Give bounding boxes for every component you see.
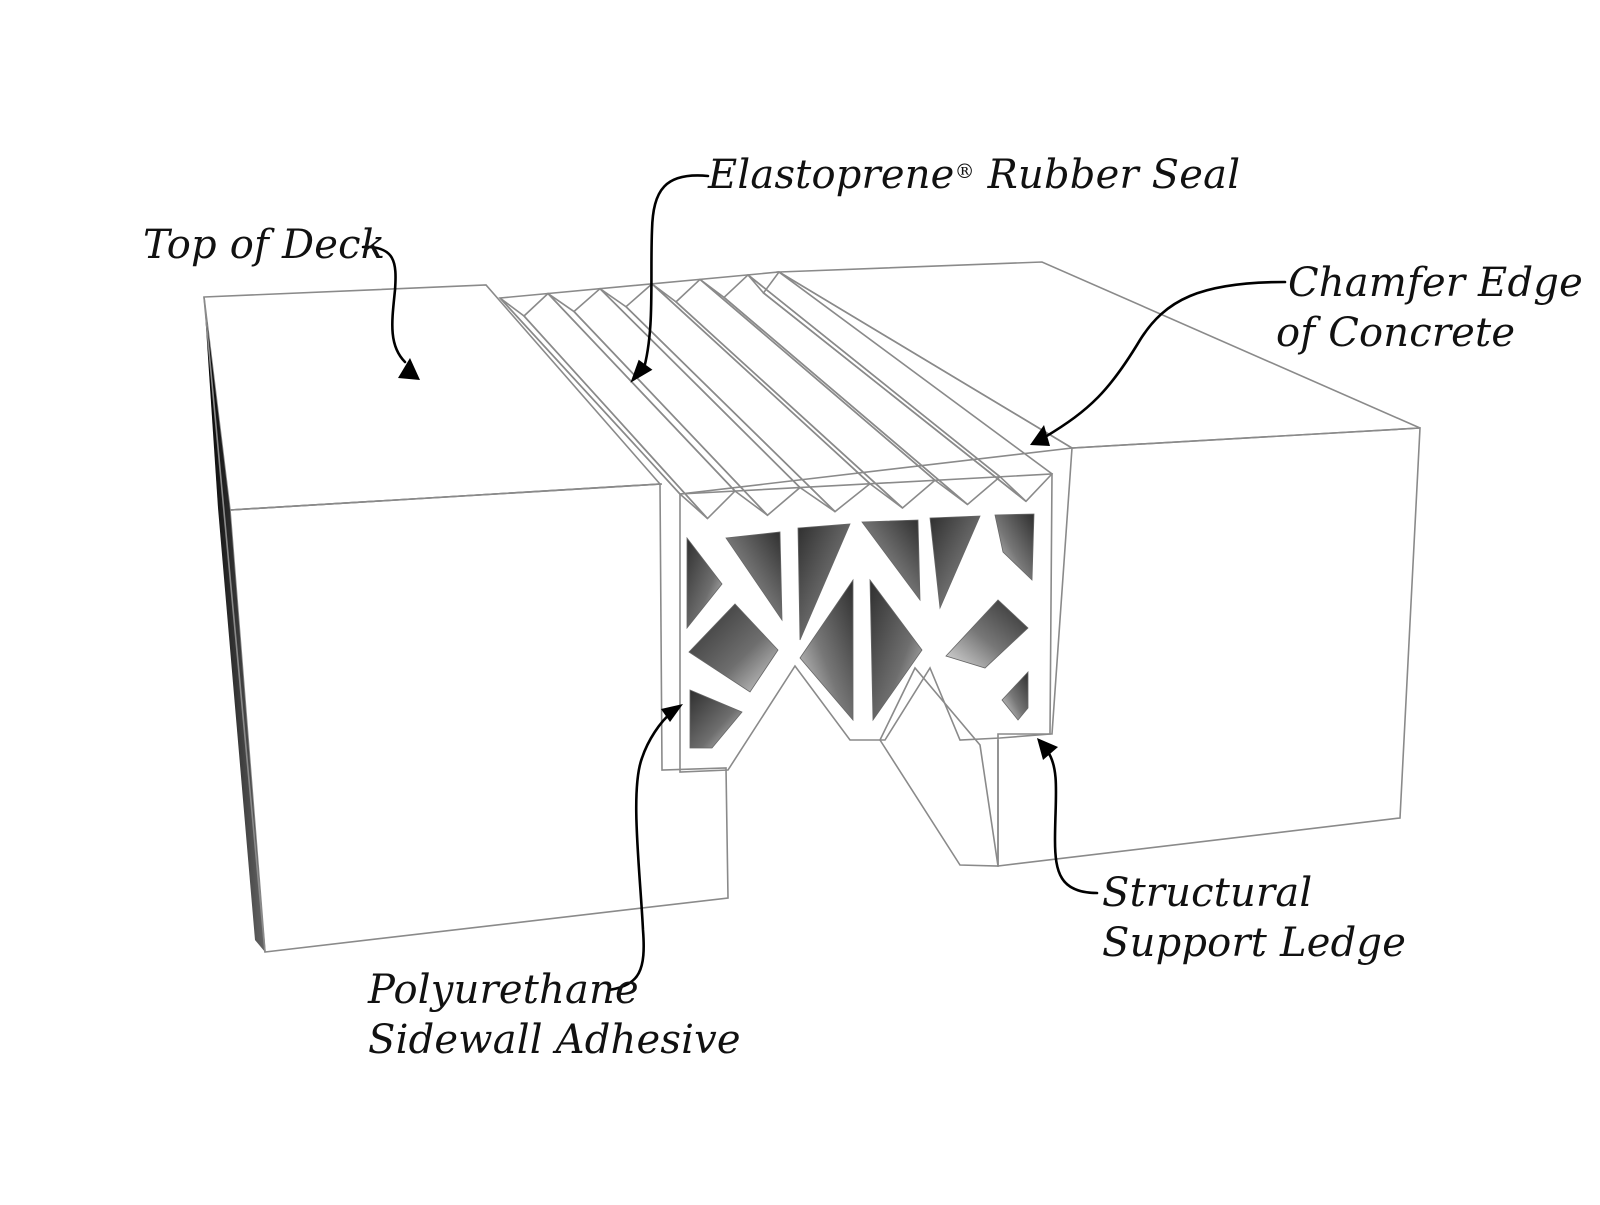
seal-cell	[797, 523, 851, 641]
seal-cell	[686, 536, 723, 630]
label-chamfer-edge: Chamfer Edge of Concrete	[1276, 258, 1583, 358]
seal-suffix: Rubber Seal	[974, 152, 1241, 198]
seal-cell	[994, 513, 1035, 581]
chamfer-line-2: of Concrete	[1276, 310, 1516, 356]
ledge-line-2: Support Ledge	[1102, 920, 1407, 966]
seal-name: Elastoprene	[708, 152, 955, 198]
rubber-seal-cellular-web	[679, 473, 1053, 773]
adhesive-line-1: Polyurethane	[368, 967, 639, 1013]
seal-cell	[688, 603, 779, 693]
seal-cell	[689, 689, 743, 749]
seal-cell	[945, 599, 1029, 669]
label-structural-support-ledge: Structural Support Ledge	[1102, 868, 1406, 968]
label-top-of-deck: Top of Deck	[143, 220, 385, 270]
seal-cell	[799, 578, 854, 722]
label-elastoprene-seal: Elastoprene® Rubber Seal	[708, 150, 1240, 200]
leader-top-of-deck	[361, 245, 420, 380]
leader-ledge	[1037, 738, 1099, 895]
adhesive-line-2: Sidewall Adhesive	[368, 1017, 741, 1063]
seal-cell	[861, 519, 921, 602]
rubber-seal-top-ridges	[498, 270, 1075, 520]
seal-ridge-face	[572, 287, 802, 517]
leader-adhesive	[607, 704, 683, 992]
seal-ridge	[499, 297, 709, 520]
seal-cell	[929, 515, 981, 610]
ledge-line-1: Structural	[1102, 870, 1313, 916]
top-of-deck-line-1: Top of Deck	[143, 222, 386, 268]
leader-seal	[630, 174, 710, 383]
seal-ridge-face	[722, 273, 1002, 506]
seal-cell-group	[686, 513, 1035, 749]
seal-cell	[1001, 670, 1029, 721]
left-concrete-block	[203, 284, 729, 953]
structural-support-ledge	[879, 666, 999, 867]
label-polyurethane-adhesive: Polyurethane Sidewall Adhesive	[368, 965, 741, 1065]
seal-cell	[725, 531, 783, 622]
chamfer-line-1: Chamfer Edge	[1288, 260, 1583, 306]
registered-mark: ®	[954, 159, 975, 183]
leader-chamfer	[1030, 280, 1287, 446]
seal-cell	[869, 578, 923, 722]
